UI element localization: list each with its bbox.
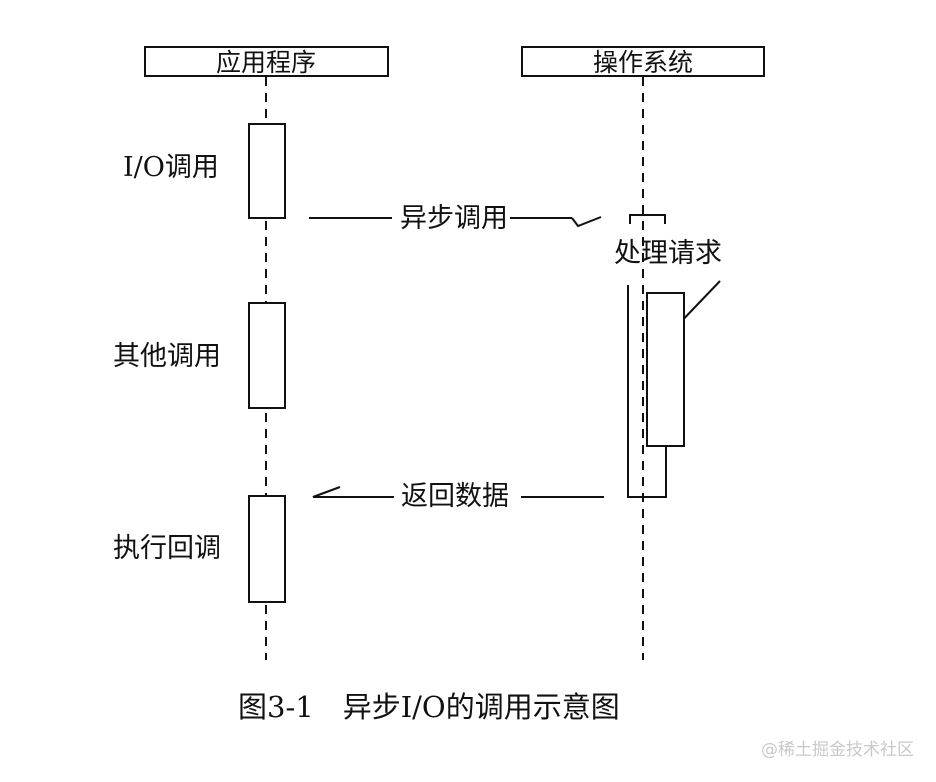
os-header-box xyxy=(521,46,765,77)
return-data-message: 返回数据 xyxy=(312,481,604,512)
os-processing-activation xyxy=(646,292,685,447)
return-data-arrowhead xyxy=(312,486,394,498)
io-call-label: I/O调用 xyxy=(123,152,219,183)
os-async-frame xyxy=(627,285,667,498)
handle-request-label: 处理请求 xyxy=(614,238,722,269)
execute-callback-label: 执行回调 xyxy=(113,533,221,564)
os-request-bracket xyxy=(629,214,666,224)
application-lane-header: 应用程序 xyxy=(144,46,389,77)
io-call-activation xyxy=(248,123,286,219)
figure-caption: 图3-1 异步I/O的调用示意图 xyxy=(238,690,620,724)
execute-callback-activation xyxy=(248,495,286,603)
other-call-label: 其他调用 xyxy=(113,341,221,372)
os-lane-label: 操作系统 xyxy=(593,48,693,77)
application-header-box xyxy=(144,46,389,77)
watermark-text: @稀土掘金技术社区 xyxy=(761,740,914,760)
application-lane-label: 应用程序 xyxy=(216,48,316,77)
async-call-arrowhead xyxy=(571,216,602,228)
async-call-message: 异步调用 xyxy=(309,203,602,234)
os-lane-header: 操作系统 xyxy=(521,46,765,77)
other-call-activation xyxy=(248,302,286,409)
return-data-label: 返回数据 xyxy=(401,481,509,512)
async-call-label: 异步调用 xyxy=(400,203,508,234)
